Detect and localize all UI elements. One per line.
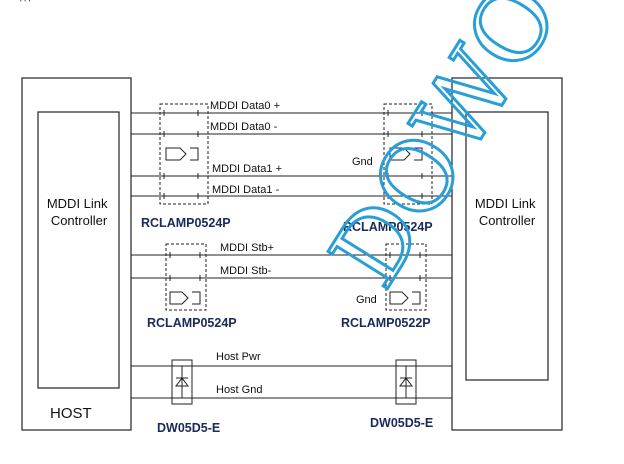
part-rclamp-mid-right: RCLAMP0522P bbox=[341, 316, 431, 330]
host-label: HOST bbox=[50, 405, 92, 422]
chip-pin-pair bbox=[163, 173, 199, 179]
rclamp-mid-right-chip bbox=[385, 243, 427, 311]
chip-outline bbox=[165, 243, 207, 311]
part-rclamp-top-left: RCLAMP0524P bbox=[141, 216, 231, 230]
rclamp-top-left-chip bbox=[159, 103, 209, 205]
left-host-block: MDDI Link Controller HOST bbox=[21, 77, 132, 431]
label-data1-neg: MDDI Data1 - bbox=[212, 184, 280, 196]
chip-pin-pair bbox=[163, 193, 199, 199]
label-data0-neg: MDDI Data0 - bbox=[210, 121, 278, 133]
gnd-label-top: Gnd bbox=[352, 156, 373, 168]
left-controller-box bbox=[37, 111, 120, 389]
clamp-ground-symbol bbox=[190, 147, 199, 161]
label-data1-pos: MDDI Data1 + bbox=[212, 163, 282, 175]
rclamp-mid-left-chip bbox=[165, 243, 207, 311]
part-dw-right: DW05D5-E bbox=[370, 416, 433, 430]
right-controller-label: MDDI Link Controller bbox=[475, 196, 539, 228]
clamp-diode-symbol bbox=[165, 147, 187, 161]
left-controller-line1: MDDI Link bbox=[47, 196, 108, 211]
right-controller-line2: Controller bbox=[479, 213, 536, 228]
tvs-right-chip bbox=[395, 359, 417, 405]
label-stb-neg: MDDI Stb- bbox=[220, 265, 272, 277]
chip-pin-pair bbox=[163, 110, 199, 116]
tvs-left-chip bbox=[171, 359, 193, 405]
tvs-outline bbox=[171, 359, 193, 405]
part-dw-left: DW05D5-E bbox=[157, 421, 220, 435]
clamp-diode-symbol bbox=[389, 291, 409, 305]
label-data0-pos: MDDI Data0 + bbox=[210, 100, 280, 112]
clamp-ground-symbol bbox=[412, 291, 421, 305]
header-fragment: ' ' ' bbox=[20, 0, 30, 8]
chip-outline bbox=[383, 103, 433, 205]
chip-pin-pair bbox=[169, 275, 201, 281]
chip-pin-pair bbox=[389, 275, 421, 281]
chip-pin-pair bbox=[387, 110, 423, 116]
signal-lines bbox=[131, 112, 452, 399]
chip-pin-pair bbox=[387, 173, 423, 179]
tvs-diode-icon bbox=[175, 377, 189, 387]
rclamp-top-right-chip bbox=[383, 103, 433, 205]
left-controller-label: MDDI Link Controller bbox=[47, 196, 111, 228]
chip-pin-pair bbox=[389, 252, 421, 258]
tvs-outline bbox=[395, 359, 417, 405]
part-rclamp-mid-left: RCLAMP0524P bbox=[147, 316, 237, 330]
right-controller-box bbox=[465, 111, 549, 381]
tvs-diode-icon bbox=[399, 377, 413, 387]
chip-pin-pair bbox=[163, 131, 199, 137]
chip-pin-pair bbox=[169, 252, 201, 258]
right-controller-line1: MDDI Link bbox=[475, 196, 536, 211]
clamp-diode-symbol bbox=[389, 147, 411, 161]
gnd-label-mid: Gnd bbox=[356, 294, 377, 306]
left-controller-line2: Controller bbox=[51, 213, 108, 228]
clamp-diode-symbol bbox=[169, 291, 189, 305]
chip-outline bbox=[385, 243, 427, 311]
right-device-block: MDDI Link Controller bbox=[451, 77, 563, 431]
label-host-pwr: Host Pwr bbox=[216, 351, 261, 363]
chip-outline bbox=[159, 103, 209, 205]
clamp-ground-symbol bbox=[414, 147, 423, 161]
part-rclamp-top-right: RCLAMP0524P bbox=[343, 220, 433, 234]
clamp-ground-symbol bbox=[192, 291, 201, 305]
chip-pin-pair bbox=[387, 193, 423, 199]
label-stb-pos: MDDI Stb+ bbox=[220, 242, 274, 254]
label-host-gnd: Host Gnd bbox=[216, 384, 262, 396]
chip-pin-pair bbox=[387, 131, 423, 137]
